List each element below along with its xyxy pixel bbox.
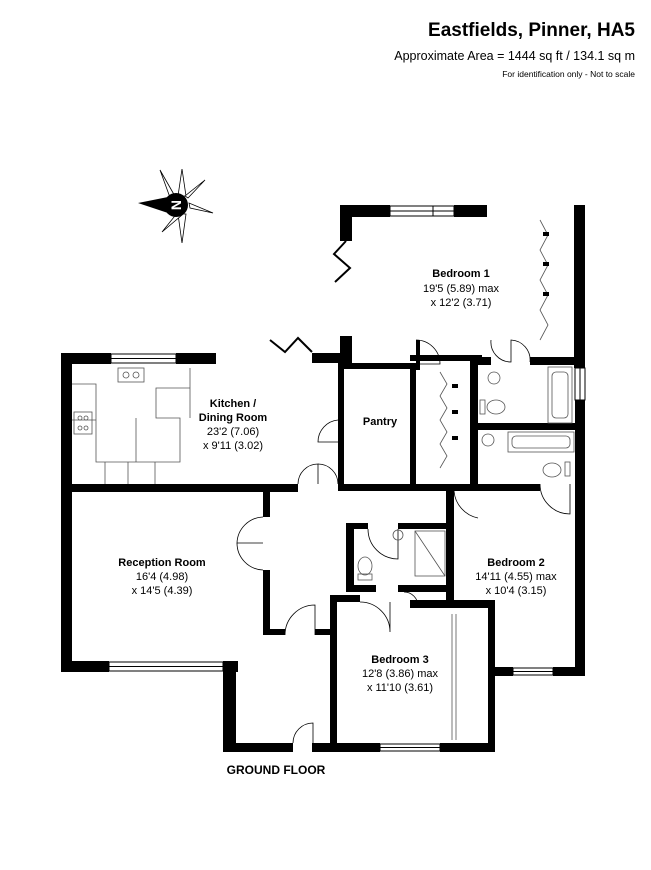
windows: [108, 205, 586, 752]
room-dimension: x 11'10 (3.61): [367, 682, 433, 694]
room-name: Pantry: [363, 416, 398, 428]
wardrobe-rails: [452, 232, 549, 440]
room-name: Dining Room: [199, 412, 268, 424]
room-dimension: 23'2 (7.06): [207, 426, 259, 438]
room-name: Bedroom 2: [487, 557, 544, 569]
room-name: Reception Room: [118, 557, 206, 569]
room-bedroom-3: Bedroom 3 12'8 (3.86) max x 11'10 (3.61): [362, 654, 439, 694]
compass-letter: N: [168, 200, 184, 210]
room-pantry: Pantry: [363, 416, 398, 428]
approximate-area: Approximate Area = 1444 sq ft / 134.1 sq…: [394, 49, 635, 63]
disclaimer-note: For identification only - Not to scale: [502, 69, 635, 79]
room-dimension: x 14'5 (4.39): [132, 585, 193, 597]
room-dimension: x 12'2 (3.71): [431, 297, 492, 309]
room-name: Bedroom 3: [371, 654, 428, 666]
room-dimension: 19'5 (5.89) max: [423, 283, 500, 295]
room-dimension: 14'11 (4.55) max: [475, 571, 557, 583]
room-bedroom-2: Bedroom 2 14'11 (4.55) max x 10'4 (3.15): [475, 557, 557, 597]
room-kitchen: Kitchen / Dining Room 23'2 (7.06) x 9'11…: [199, 398, 268, 452]
walls: [61, 205, 585, 752]
floor-label: GROUND FLOOR: [227, 763, 326, 777]
room-dimension: 12'8 (3.86) max: [362, 668, 439, 680]
room-dimension: x 10'4 (3.15): [486, 585, 547, 597]
room-name: Kitchen /: [210, 398, 256, 410]
compass-icon: N: [138, 168, 214, 244]
room-name: Bedroom 1: [432, 268, 489, 280]
room-dimension: x 9'11 (3.02): [203, 440, 263, 452]
property-title: Eastfields, Pinner, HA5: [428, 20, 635, 41]
fixtures: [72, 219, 575, 740]
room-reception: Reception Room 16'4 (4.98) x 14'5 (4.39): [118, 557, 206, 597]
room-dimension: 16'4 (4.98): [136, 571, 188, 583]
doors: [236, 240, 571, 744]
room-bedroom-1: Bedroom 1 19'5 (5.89) max x 12'2 (3.71): [423, 268, 500, 309]
